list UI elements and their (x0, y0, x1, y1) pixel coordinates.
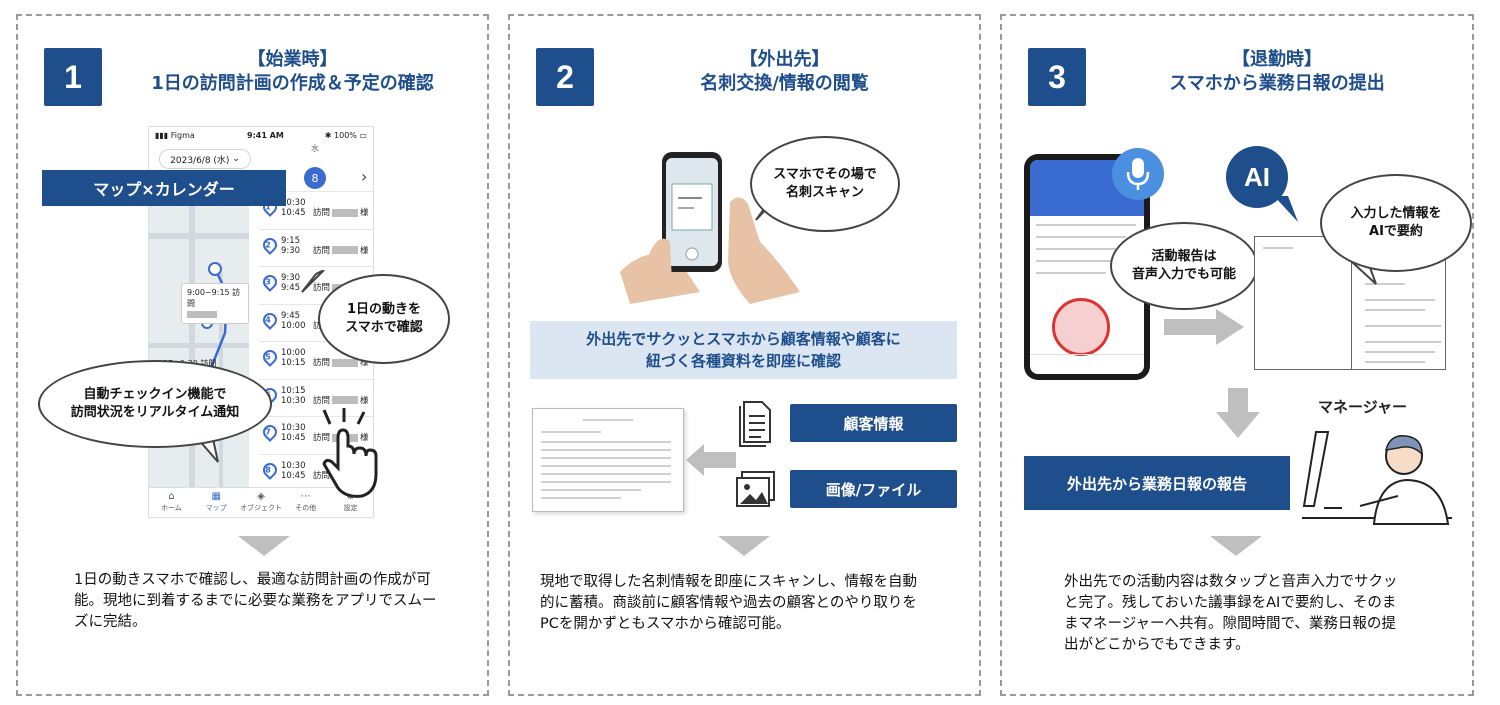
step-number: 2 (536, 48, 594, 106)
step-number: 1 (44, 48, 102, 106)
pin-icon: 2 (260, 234, 280, 255)
tab-home[interactable]: ⌂ホーム (149, 488, 194, 517)
date-selector[interactable]: 2023/6/8 (水) ⌄ (159, 149, 251, 169)
panel-title-line2: スマホから業務日報の提出 (1169, 73, 1385, 94)
manager-label: マネージャー (1318, 398, 1407, 416)
microphone-icon (1112, 148, 1164, 200)
tab-object[interactable]: ◈オブジェクト (239, 491, 282, 512)
panel-title-line1: 【退勤時】 (1232, 49, 1322, 70)
down-arrow-icon (238, 536, 290, 556)
map-visit-popup[interactable]: 9:00~9:15 訪問 (181, 283, 249, 324)
panel-title-line1: 【外出先】 (739, 49, 830, 70)
description-text: 外出先での活動内容は数タップと音声入力でサクッと完了。残しておいた議事録をAIで… (1064, 574, 1398, 653)
down-arrow-icon (718, 536, 770, 556)
down-arrow-icon (1210, 536, 1262, 556)
panel-start-of-day: 1 【始業時】 1日の訪問計画の作成＆予定の確認 ▮▮▮ Figma 9:41 … (16, 14, 489, 696)
pin-icon: 3 (260, 272, 280, 292)
speech-bubble-ai: 入力した情報を AIで要約 (1320, 174, 1472, 272)
more-icon: ⋯ (300, 491, 311, 502)
selected-day[interactable]: 8 (304, 167, 326, 189)
bubble-tail (301, 270, 325, 293)
right-arrow-icon (1164, 309, 1244, 345)
tap-hand-icon (322, 408, 378, 498)
customer-info-button[interactable]: 顧客情報 (790, 404, 957, 442)
manager-at-desk-illustration (1302, 431, 1452, 525)
image-icon (736, 471, 775, 507)
daily-report-submit-button[interactable]: 外出先から業務日報の報告 (1024, 456, 1290, 510)
map-icon: ▦ (211, 491, 221, 502)
phone-tab-bar: ⌂ホーム ▦マップ ◈オブジェクト ⋯その他 ⚙設定 (149, 487, 373, 517)
panel-title-line1: 【始業時】 (247, 49, 338, 70)
tab-other[interactable]: ⋯その他 (283, 488, 328, 517)
status-bar: ▮▮▮ Figma 9:41 AM ✱ 100% ▭ (149, 127, 373, 145)
carrier-label: ▮▮▮ Figma (155, 131, 195, 140)
panel-title: 【始業時】 1日の訪問計画の作成＆予定の確認 (108, 48, 477, 96)
highlight-box: 外出先でサクッとスマホから顧客情報や顧客に 紐づく各種資料を即座に確認 (530, 321, 957, 379)
cube-icon: ◈ (257, 491, 265, 502)
pin-icon: 5 (260, 347, 280, 367)
step-number: 3 (1028, 48, 1086, 106)
business-card-scan-illustration (620, 152, 800, 304)
description-text: 1日の動きスマホで確認し、最適な訪問計画の作成が可能。現地に到着するまでに必要な… (74, 572, 437, 630)
tab-map[interactable]: ▦マップ (194, 488, 239, 517)
image-file-button[interactable]: 画像/ファイル (790, 470, 957, 508)
next-day-chevron-icon[interactable]: › (361, 167, 368, 186)
down-arrow-icon (1216, 388, 1260, 438)
panel-title-line2: 名刺交換/情報の閲覧 (700, 73, 869, 94)
panel-title: 【外出先】 名刺交換/情報の閲覧 (600, 48, 969, 96)
map-calendar-tag: マップ×カレンダー (42, 170, 286, 206)
panel-field-visit: 2 【外出先】 名刺交換/情報の閲覧 スマホでその場で 名刺スキャン 外出先でサ… (508, 14, 981, 696)
panel-title-line2: 1日の訪問計画の作成＆予定の確認 (151, 73, 434, 94)
speech-bubble-voice: 活動報告は 音声入力でも可能 (1110, 222, 1258, 310)
document-icon (739, 401, 771, 447)
battery-label: ✱ 100% ▭ (324, 131, 367, 140)
panel-end-of-day: 3 【退勤時】 スマホから業務日報の提出 活動報告は 音声入力でも可能 AI (1000, 14, 1474, 696)
customer-record-thumbnail (532, 408, 684, 512)
pin-icon: 7 (260, 422, 280, 442)
ai-badge-tail (1274, 196, 1298, 222)
status-time: 9:41 AM (247, 131, 284, 140)
pin-icon: 8 (260, 459, 280, 480)
speech-bubble-check: 1日の動きを スマホで確認 (318, 274, 450, 364)
left-arrow-icon (686, 444, 736, 476)
weekday-label: 水 (311, 144, 319, 153)
description-text: 現地で取得した名刺情報を即座にスキャンし、情報を自動的に蓄積。商談前に顧客情報や… (540, 574, 917, 632)
speech-bubble-checkin: 自動チェックイン機能で 訪問状況をリアルタイム通知 (38, 360, 272, 448)
home-icon: ⌂ (168, 491, 175, 502)
pin-icon: 4 (260, 309, 280, 330)
speech-bubble-scan: スマホでその場で 名刺スキャン (750, 136, 900, 232)
panel-title: 【退勤時】 スマホから業務日報の提出 (1092, 48, 1462, 96)
